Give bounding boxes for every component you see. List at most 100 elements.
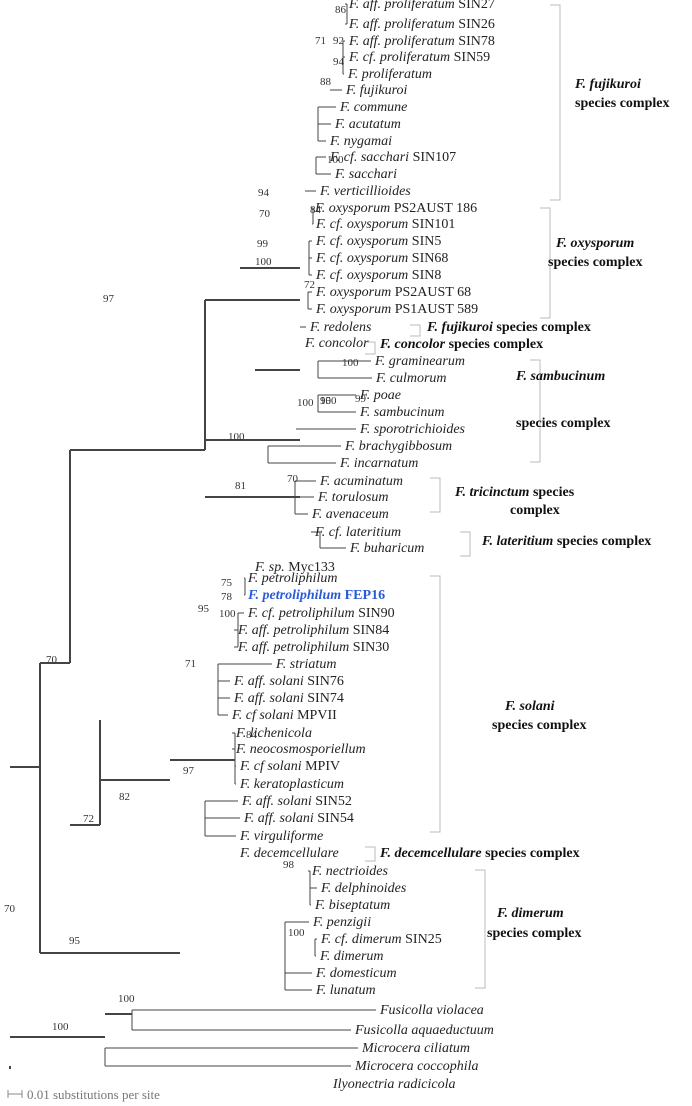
leaf-genus: F.: [329, 134, 344, 149]
leaf-strain: PS1AUST 589: [391, 302, 478, 317]
bootstrap-value: 86: [335, 4, 347, 16]
complex-name: F. solani: [504, 699, 555, 714]
leaf-genus: F.: [239, 846, 254, 861]
bootstrap-value: 92: [333, 35, 344, 47]
leaf-epithet: proliferatum: [384, 0, 455, 12]
bootstrap-value: 78: [221, 591, 233, 603]
bootstrap-value: 70: [46, 654, 58, 666]
leaf-label: Ilyonectria radicicola: [332, 1077, 455, 1092]
complex-suffix: species complex: [553, 534, 651, 549]
leaf-label: F. brachygibbosum: [344, 439, 452, 454]
scale-bar-label: 0.01 substitutions per site: [27, 1087, 160, 1102]
complex-label: F. sambucinum: [515, 369, 605, 384]
bootstrap-value: 100: [219, 608, 236, 620]
complex-name: F. oxysporum: [555, 236, 634, 251]
leaf-genus: F.: [312, 915, 327, 930]
leaf-genus: F.: [243, 811, 258, 826]
leaf-genus: F.: [320, 932, 335, 947]
leaf-qualifier: aff.: [248, 674, 270, 689]
leaf-label: F. oxysporum PS2AUST 186: [314, 201, 477, 216]
leaf-epithet: buharicum: [364, 541, 425, 556]
bootstrap-value: 100: [52, 1021, 69, 1033]
leaf-genus: F.: [348, 34, 363, 49]
leaf-qualifier: cf.: [330, 217, 347, 232]
bootstrap-value: 95: [320, 395, 332, 407]
leaf-genus: F.: [319, 474, 334, 489]
leaf-qualifier: aff.: [258, 811, 280, 826]
complex-bracket: [475, 869, 486, 989]
leaf-genus: F.: [349, 541, 364, 556]
leaf-label: F. acutatum: [334, 117, 401, 132]
bootstrap-value: 99: [257, 238, 269, 250]
leaf-genus: F.: [247, 588, 263, 603]
leaf-label: F. domesticum: [315, 966, 397, 981]
complex-label: F. lateritium species complex: [481, 534, 651, 549]
leaf-epithet: nectrioides: [326, 864, 389, 879]
complex-bracket: [365, 341, 376, 355]
leaf-strain: SIN101: [408, 217, 455, 232]
leaf-label: F. redolens: [309, 320, 372, 335]
leaf-genus: F.: [311, 507, 326, 522]
leaf-label: F. aff. proliferatum SIN27: [348, 0, 495, 12]
leaf-label: F. cf. petroliphilum SIN90: [247, 606, 395, 621]
leaf-epithet: sporotrichioides: [374, 422, 466, 437]
leaf-epithet: poae: [373, 388, 401, 403]
leaf-genus: F.: [347, 67, 362, 82]
leaf-epithet: lichenicola: [250, 726, 312, 741]
complex-label-line2: species complex: [575, 96, 669, 111]
leaf-epithet: torulosum: [332, 490, 389, 505]
leaf-label: F. verticillioides: [319, 184, 411, 199]
leaf-strain: SIN54: [314, 811, 354, 826]
bootstrap-value: 84: [310, 204, 322, 216]
leaf-label: Microcera coccophila: [354, 1059, 479, 1074]
leaf-label: F. aff. solani SIN52: [241, 794, 352, 809]
leaf-qualifier: cf.: [262, 606, 279, 621]
bootstrap-value: 71: [185, 658, 196, 670]
leaf-epithet: acutatum: [349, 117, 401, 132]
leaf-epithet: proliferatum: [379, 50, 450, 65]
complex-label-line2: complex: [510, 503, 560, 518]
leaf-epithet: domesticum: [330, 966, 397, 981]
leaf-strain: SIN26: [455, 17, 495, 32]
leaf-strain: MPVII: [294, 708, 338, 723]
leaf-epithet: oxysporum: [330, 302, 391, 317]
complex-label-line2: species complex: [516, 416, 610, 431]
leaf-label: F. dimerum: [319, 949, 384, 964]
leaf-genus: Microcera: [361, 1041, 424, 1056]
leaf-genus: F.: [329, 150, 344, 165]
leaf-label: F. penzigii: [312, 915, 371, 930]
leaf-epithet: lunatum: [330, 983, 376, 998]
bootstrap-value: 100: [342, 357, 359, 369]
leaf-epithet: petroliphilum: [278, 606, 355, 621]
complex-bracket: [410, 324, 421, 337]
leaf-genus: F.: [339, 100, 354, 115]
leaf-qualifier: cf.: [330, 251, 347, 266]
leaf-label: F. cf. oxysporum SIN101: [315, 217, 455, 232]
leaf-genus: F.: [235, 726, 250, 741]
leaf-label: F. cf. oxysporum SIN5: [315, 234, 441, 249]
leaf-epithet: sacchari: [349, 167, 397, 182]
leaf-genus: F.: [319, 184, 334, 199]
leaf-label: F. torulosum: [317, 490, 389, 505]
complex-bracket: [460, 531, 471, 557]
leaf-epithet: petroliphilum: [273, 623, 350, 638]
leaf-qualifier: aff.: [248, 691, 270, 706]
leaf-label: F. oxysporum PS1AUST 589: [315, 302, 478, 317]
leaf-epithet: solani: [259, 708, 293, 723]
leaf-epithet: proliferatum: [384, 17, 455, 32]
bootstrap-value: 97: [183, 765, 195, 777]
bootstrap-value: 95: [69, 935, 81, 947]
leaf-label: F. aff. petroliphilum SIN84: [237, 623, 389, 638]
complex-label: F. solani: [504, 699, 555, 714]
leaf-strain: SIN25: [402, 932, 442, 947]
leaf-epithet: dimerum: [352, 932, 402, 947]
leaf-strain: SIN30: [349, 640, 389, 655]
leaf-label: F. incarnatum: [339, 456, 418, 471]
leaf-epithet: redolens: [324, 320, 372, 335]
complex-bracket: [530, 359, 541, 463]
leaf-epithet: proliferatum: [384, 34, 455, 49]
leaf-epithet: incarnatum: [354, 456, 419, 471]
leaf-label: F. cf. oxysporum SIN8: [315, 268, 441, 283]
leaf-epithet: acuminatum: [334, 474, 403, 489]
